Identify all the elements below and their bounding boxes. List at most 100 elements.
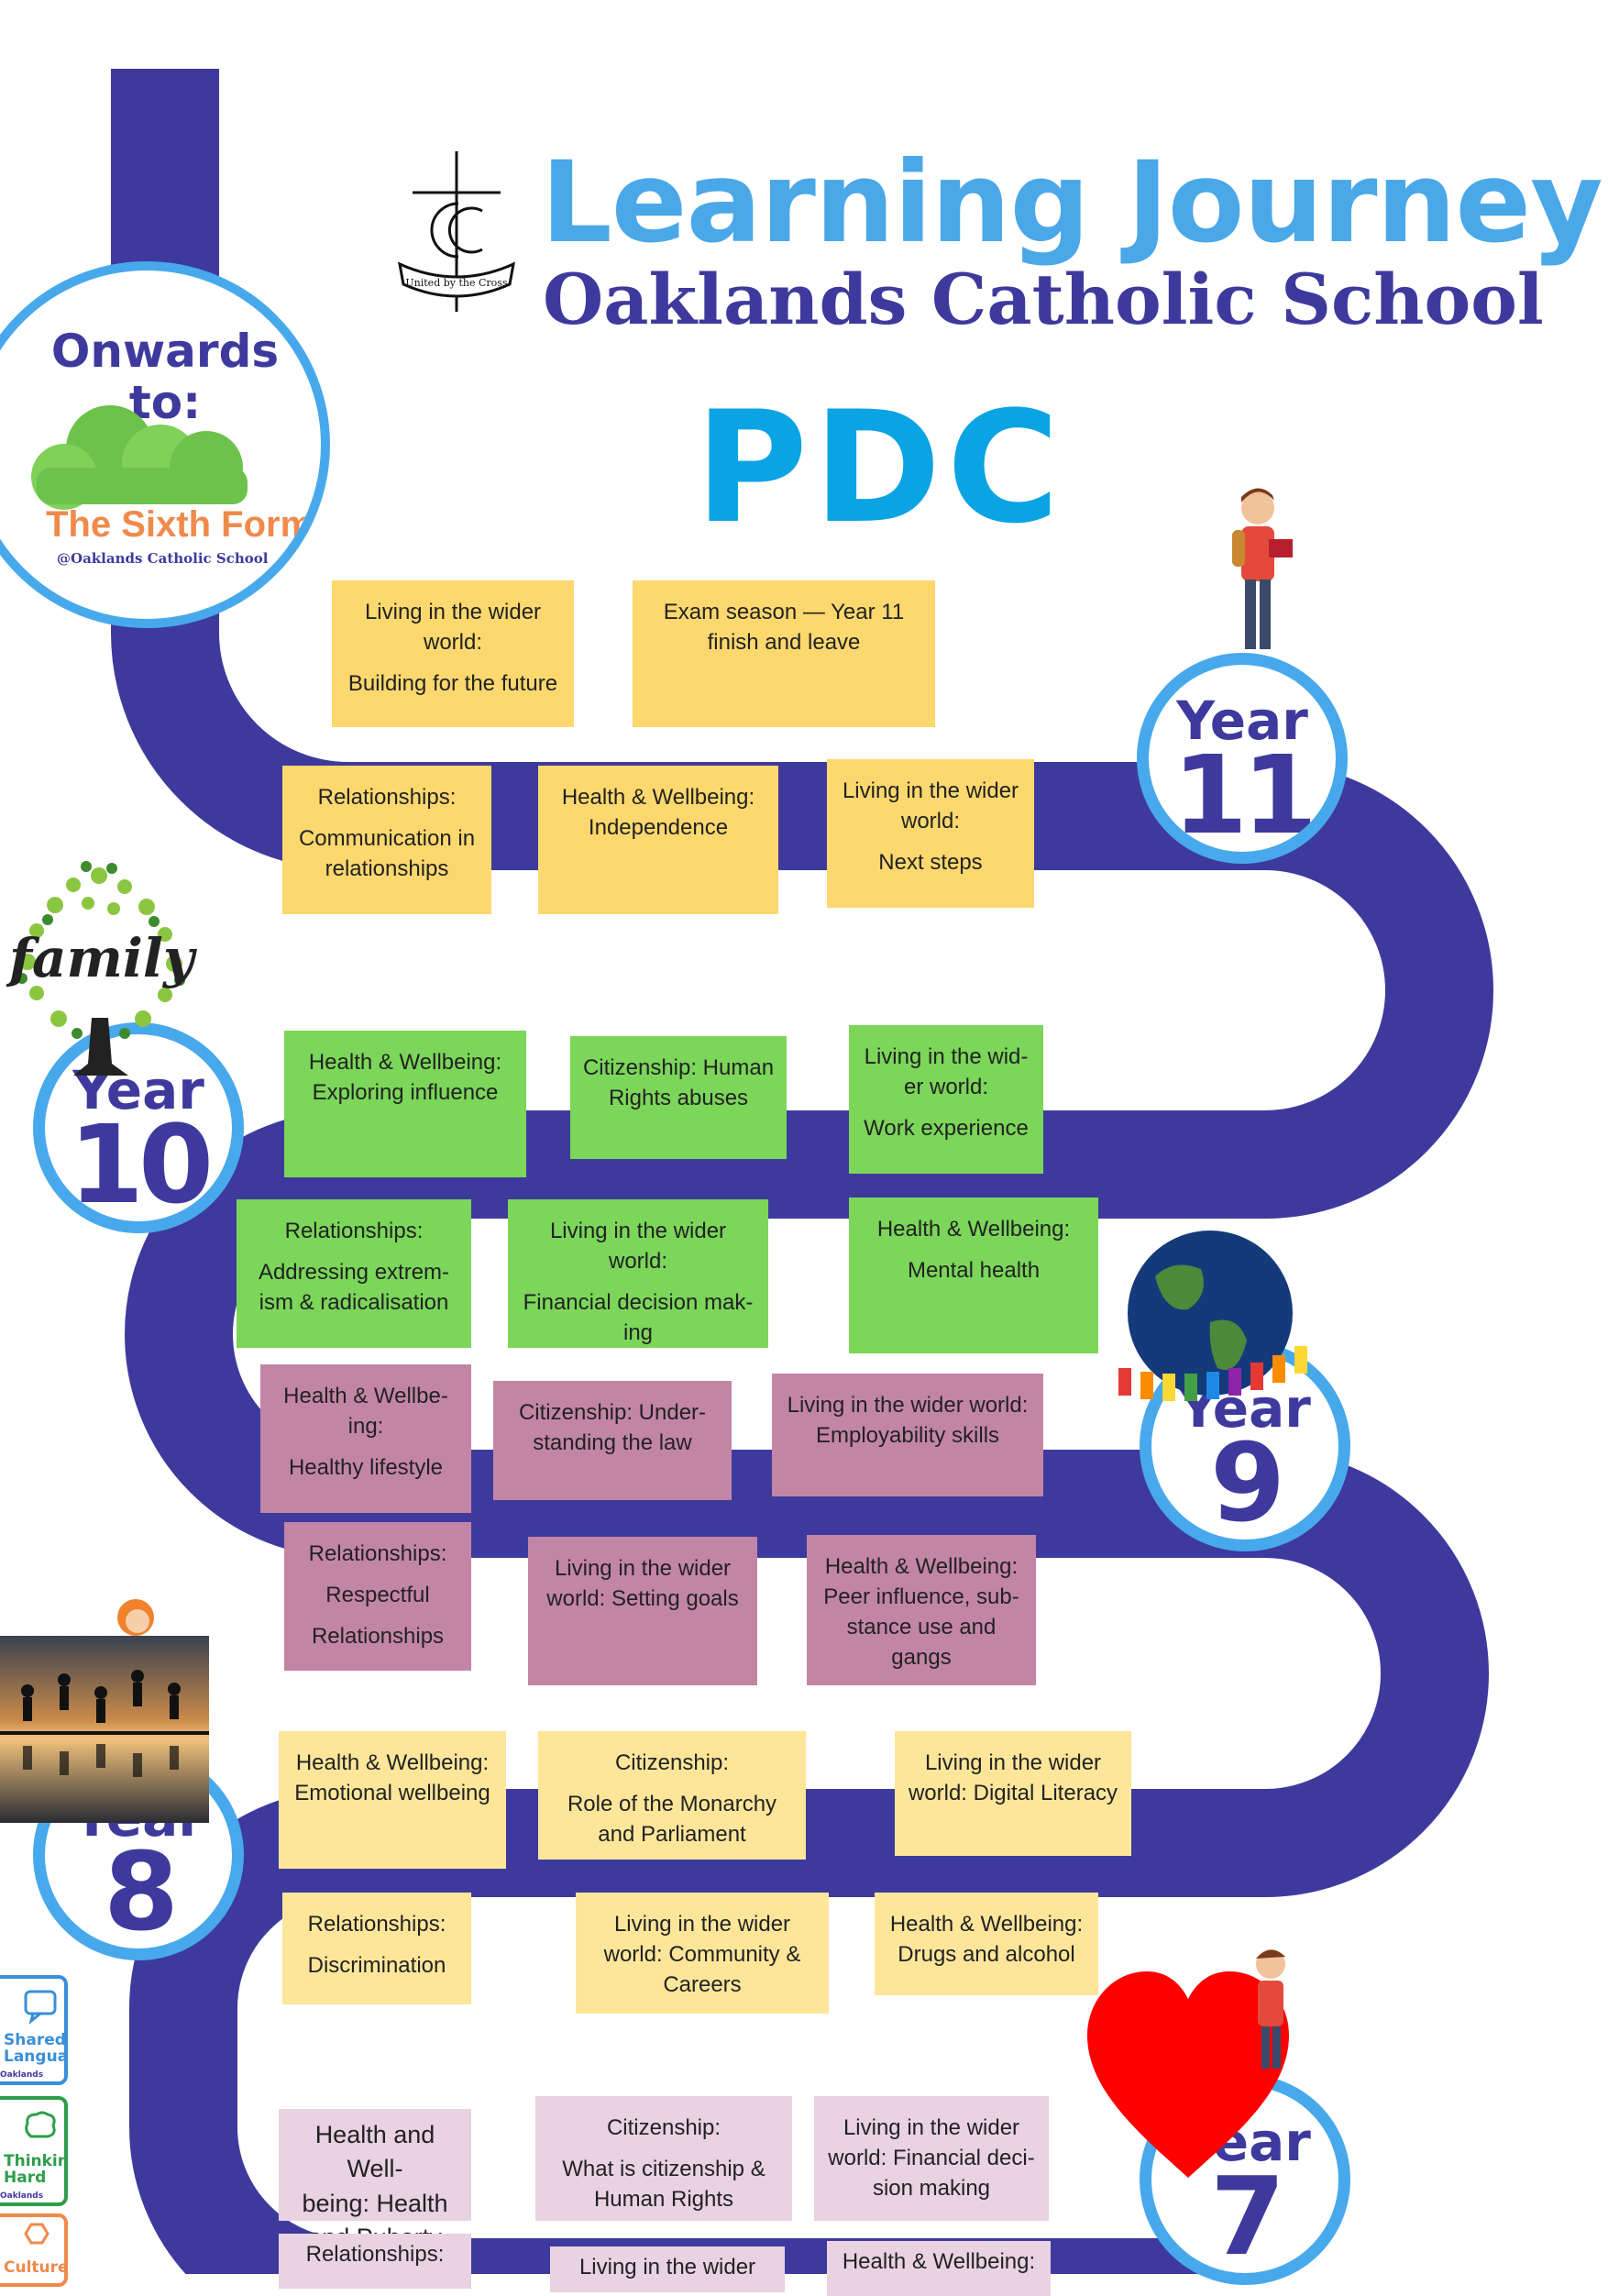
note-y10-mental-health: Health & Wellbeing:Mental health [849,1198,1098,1353]
hexagon-icon [24,2223,50,2245]
note-line: Health & Wellbeing: [824,1554,1019,1579]
note-line: Living in the wid- [864,1044,1029,1069]
school-logo: United by the Cross [398,151,515,312]
student-icon [1256,1949,1285,2069]
logo-motto: United by the Cross [405,277,508,289]
note-y7-citizenship: Citizenship:What is citizenship &Human R… [535,2096,792,2221]
note-y9-healthy-lifestyle: Health & Wellbe-ing: Healthy lifestyle [260,1364,471,1513]
note-line: ism & radicalisation [259,1290,449,1316]
note-y8-community: Living in the wider world: Community & Car… [576,1893,829,2014]
note-line [519,1276,757,1287]
note-line [295,1569,460,1580]
note-line: Citizenship: [606,2115,721,2140]
note-line: Human Rights [593,2187,734,2213]
note-line: Living in the wider world: [549,1219,727,1275]
note-line: world: Digital Literacy [908,1781,1118,1806]
note-line: being: Health [302,2189,448,2217]
note-line: world: Setting goals [546,1586,739,1612]
onwards-badge: Onwards to: The Sixth Form @Oaklands Cat… [0,261,330,628]
note-line [838,836,1023,847]
note-line: Exam season — Year 11 [663,600,905,624]
note-line: standing the law [533,1430,692,1456]
note-line: Work experience [864,1116,1029,1142]
note-line: Living in the wider world: [787,1393,1029,1418]
note-line: Drugs and alcohol [898,1942,1075,1968]
note-line: gangs [891,1645,952,1671]
note-line: Health & Wellbeing: [295,1750,490,1775]
note-line: Communication in [298,826,476,852]
note-line: Addressing extrem- [258,1260,450,1286]
card-title-1: Thinking [4,2152,68,2170]
note-line: Careers [663,1972,742,1998]
note-line: and Parliament [598,1822,746,1848]
note-line: Employability skills [815,1423,1000,1449]
note-line [271,1441,460,1452]
note-line: Rights abuses [608,1086,749,1111]
note-line: Living in the wider [613,1912,791,1937]
note-line: Relationships: [307,1912,446,1937]
note-line: world: [900,809,961,834]
note-y8-emotional: Health & Wellbeing: Emotional wellbeing [279,1731,506,1869]
note-line: Peer influence, sub- [823,1584,1019,1610]
note-line: er world: [903,1075,989,1100]
subject-title: PDC [695,378,1065,557]
page-title: Learning Journey [541,138,1603,268]
note-line [860,1244,1087,1255]
note-line: stance use and [846,1615,997,1640]
note-y10-financial: Living in the wider world: Financial deci… [508,1199,768,1348]
note-line: world: [423,630,483,656]
card-title-2: Language [4,2048,68,2066]
note-line [860,1102,1032,1113]
note-line: Independence [588,815,729,841]
note-line: Relationships: [308,1541,447,1566]
year-number: 9 [1209,1419,1285,1546]
note-y7-health: Health & Wellbeing: [827,2241,1051,2296]
culture-card: Culture [0,2213,68,2287]
note-line: Healthy lifestyle [288,1455,444,1481]
note-line: Building for the future [347,671,558,697]
note-line: Living in the wider [578,2255,756,2279]
note-line: Mental health [907,1258,1041,1284]
note-line: Health & Wellbeing: [308,1050,502,1075]
heart-icon [1087,1971,1289,2178]
note-line: Financial decision mak- [523,1290,754,1316]
note-line: Health & Wellbeing: [561,785,755,810]
note-line: Relationships: [317,785,457,810]
note-y10-extremism: Relationships:Addressing extrem-ism & ra… [237,1199,471,1348]
year-number: 11 [1172,732,1317,858]
note-line: world: Community & [603,1942,801,1968]
speech-bubble-icon [24,1990,57,2025]
note-line: Emotional wellbeing [294,1781,490,1806]
note-line: Exploring influence [312,1080,499,1106]
year-label: Year [1176,690,1308,752]
note-line: Health & Wellbe- [283,1384,448,1408]
note-line [549,1778,795,1789]
note-line: finish and leave [707,630,861,656]
note-line: Health & Wellbeing: [842,2249,1036,2274]
note-line [295,1610,460,1621]
note-line [343,657,563,668]
note-line: world: Financial deci- [828,2146,1035,2171]
school-name: Oaklands Catholic School [543,259,1544,340]
note-line [293,1939,460,1950]
note-line: Living in the wider [554,1556,732,1581]
note-line: ing: [347,1414,384,1440]
onwards-label-1: Onwards [50,325,280,378]
sixth-form-cloud-icon [31,405,248,510]
note-line: Role of the Monarchy [567,1792,777,1817]
note-y9-peer-influence: Health & Wellbeing: Peer influence, sub-s… [807,1535,1036,1685]
note-line [546,2143,781,2154]
note-line: ing [622,1320,654,1346]
note-line: Respectful [325,1583,430,1608]
note-y7-living: Living in the wider [550,2246,785,2292]
sixth-form-sub: @Oaklands Catholic School [57,550,269,567]
thinking-hard-card: ThinkingHard Oaklands Way [0,2096,68,2206]
note-line: Relationships: [305,2242,445,2267]
